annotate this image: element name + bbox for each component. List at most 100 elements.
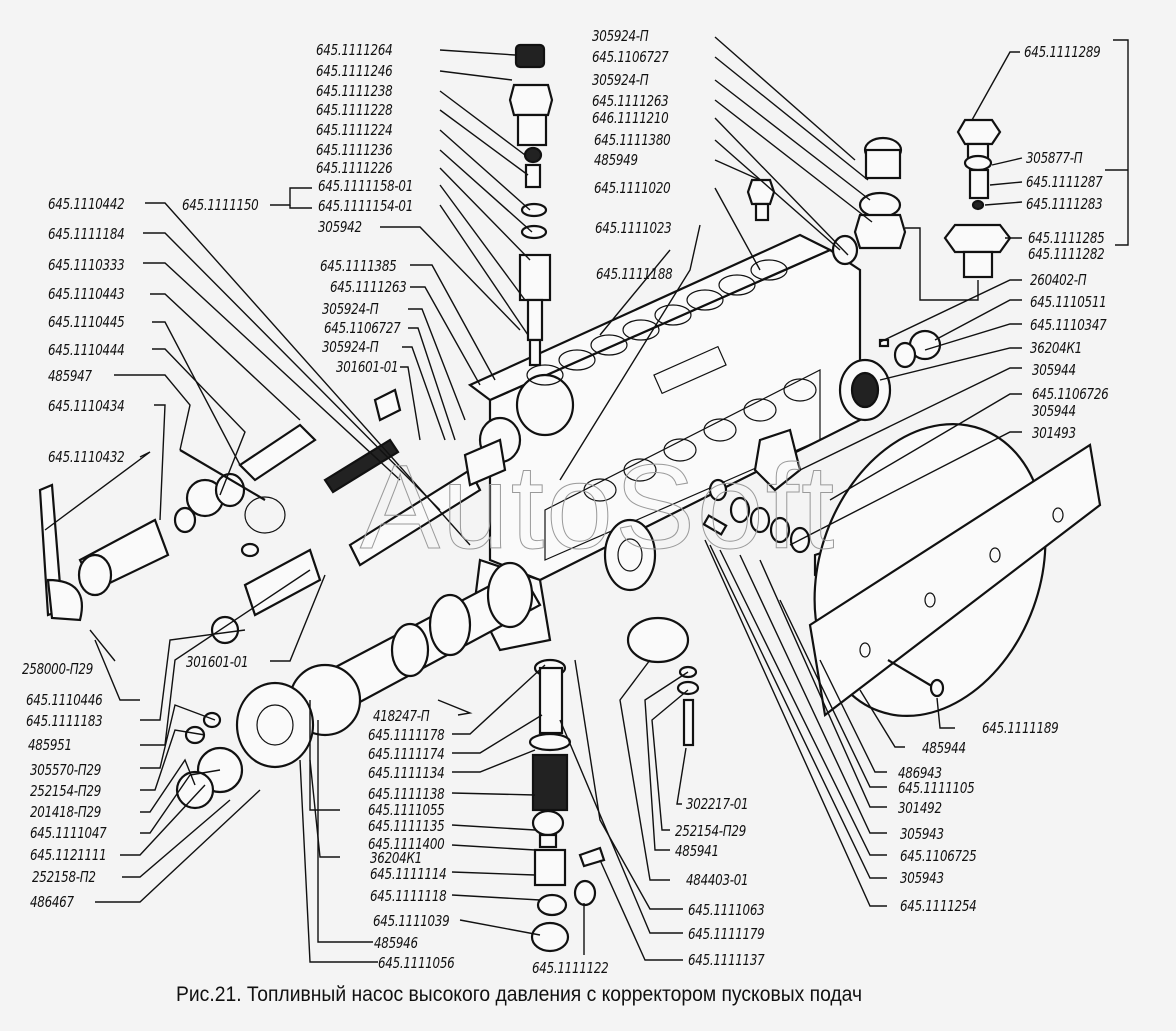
part-label: 305924-П <box>322 338 379 356</box>
part-label: 645.1111039 <box>373 912 450 930</box>
part-label: 645.1106725 <box>900 847 977 865</box>
part-label: 645.1111189 <box>982 719 1059 737</box>
part-label: 645.1111283 <box>1026 195 1103 213</box>
part-label: 485949 <box>594 151 638 169</box>
part-label: 646.1111210 <box>592 109 669 127</box>
part-label: 258000-П29 <box>22 660 94 678</box>
part-label: 645.1111154-01 <box>318 197 414 215</box>
part-label: 645.1110444 <box>48 341 125 359</box>
part-label: 645.1111236 <box>316 141 393 159</box>
part-label: 645.1111264 <box>316 41 393 59</box>
part-label: 645.1111380 <box>594 131 671 149</box>
part-label: 645.1110347 <box>1030 316 1107 334</box>
part-label: 645.1111226 <box>316 159 393 177</box>
camshaft <box>175 561 542 810</box>
governor-linkage <box>38 388 507 645</box>
part-label: 645.1111179 <box>688 925 765 943</box>
part-label: 645.1111135 <box>368 817 445 835</box>
part-label: 301492 <box>898 799 942 817</box>
part-label: 645.1110443 <box>48 285 125 303</box>
part-label: 485947 <box>48 367 92 385</box>
part-label: 645.1110434 <box>48 397 125 415</box>
part-label: 645.1106727 <box>324 319 401 337</box>
part-label: 645.1110446 <box>26 691 103 709</box>
part-label: 305943 <box>900 825 944 843</box>
part-label: 645.1111246 <box>316 62 393 80</box>
delivery-valve-stack <box>508 43 554 367</box>
part-label: 645.1111385 <box>320 257 397 275</box>
part-label: 645.1111114 <box>370 865 447 883</box>
part-label: 645.1111263 <box>330 278 407 296</box>
part-label: 645.1111188 <box>596 265 673 283</box>
part-label: 302217-01 <box>686 795 749 813</box>
part-label: 252154-П29 <box>675 822 747 840</box>
part-label: 301601-01 <box>186 653 249 671</box>
part-label: 305924-П <box>592 71 649 89</box>
part-label: 36204К1 <box>370 849 422 867</box>
part-label: 305924-П <box>322 300 379 318</box>
part-label: 645.1110442 <box>48 195 125 213</box>
part-label: 485941 <box>675 842 719 860</box>
part-label: 645.1111023 <box>595 219 672 237</box>
part-label: 645.1111047 <box>30 824 107 842</box>
part-label: 645.1106727 <box>592 48 669 66</box>
part-label: 645.1111254 <box>900 897 977 915</box>
part-label: 645.1111400 <box>368 835 445 853</box>
part-label: 645.1111174 <box>368 745 445 763</box>
part-label: 260402-П <box>1030 271 1087 289</box>
part-label: 645.1121111 <box>30 846 107 864</box>
part-label: 418247-П <box>373 707 430 725</box>
part-label: 305570-П29 <box>30 761 102 779</box>
part-label: 645.1111183 <box>26 712 103 730</box>
part-label: 305944 <box>1032 361 1076 379</box>
right-top-fittings <box>746 39 1129 301</box>
part-label: 645.1111285 <box>1028 229 1105 247</box>
part-label: 305942 <box>318 218 362 236</box>
part-label: 645.1111055 <box>368 801 445 819</box>
cover-plate <box>808 423 1102 717</box>
part-label: 645.1111134 <box>368 764 445 782</box>
part-label: 645.1111158-01 <box>318 177 414 195</box>
part-label: 645.1111238 <box>316 82 393 100</box>
part-label: 301493 <box>1032 424 1076 442</box>
part-label: 645.1111056 <box>378 954 455 972</box>
part-label: 645.1111105 <box>898 779 975 797</box>
part-label: 645.1111263 <box>592 92 669 110</box>
part-label: 305877-П <box>1026 149 1083 167</box>
part-label: 485946 <box>374 934 418 952</box>
part-label: 645.1111137 <box>688 951 765 969</box>
part-label: 645.1111184 <box>48 225 125 243</box>
part-label: 645.1111122 <box>532 959 609 977</box>
part-label: 645.1110511 <box>1030 293 1107 311</box>
part-label: 645.1111063 <box>688 901 765 919</box>
part-label: 486467 <box>30 893 74 911</box>
part-label: 201418-П29 <box>30 803 102 821</box>
part-label: 305943 <box>900 869 944 887</box>
part-label: 645.1111138 <box>368 785 445 803</box>
part-label: 645.1111224 <box>316 121 393 139</box>
part-label: 36204К1 <box>1030 339 1082 357</box>
part-label: 485944 <box>922 739 966 757</box>
part-label: 645.1111289 <box>1024 43 1101 61</box>
leader-lines <box>44 36 1023 963</box>
part-label: 484403-01 <box>686 871 749 889</box>
part-label: 645.1110432 <box>48 448 125 466</box>
part-label: 485951 <box>28 736 72 754</box>
figure-caption: Рис.21. Топливный насос высокого давлени… <box>176 983 863 1006</box>
part-label: 645.1111228 <box>316 101 393 119</box>
part-label: 645.1111287 <box>1026 173 1103 191</box>
part-label: 645.1111282 <box>1028 245 1105 263</box>
part-label: 252154-П29 <box>30 782 102 800</box>
part-label: 645.1111118 <box>370 887 447 905</box>
plunger-spring-stack <box>528 616 700 953</box>
part-label: 486943 <box>898 764 942 782</box>
part-label: 645.1106726 <box>1032 385 1109 403</box>
part-label-group: 645.1111150 <box>182 196 259 214</box>
part-label: 645.1111178 <box>368 726 445 744</box>
part-label: 645.1110333 <box>48 256 125 274</box>
part-label: 305944 <box>1032 402 1076 420</box>
part-label: 645.1110445 <box>48 313 125 331</box>
part-label: 301601-01 <box>336 358 399 376</box>
